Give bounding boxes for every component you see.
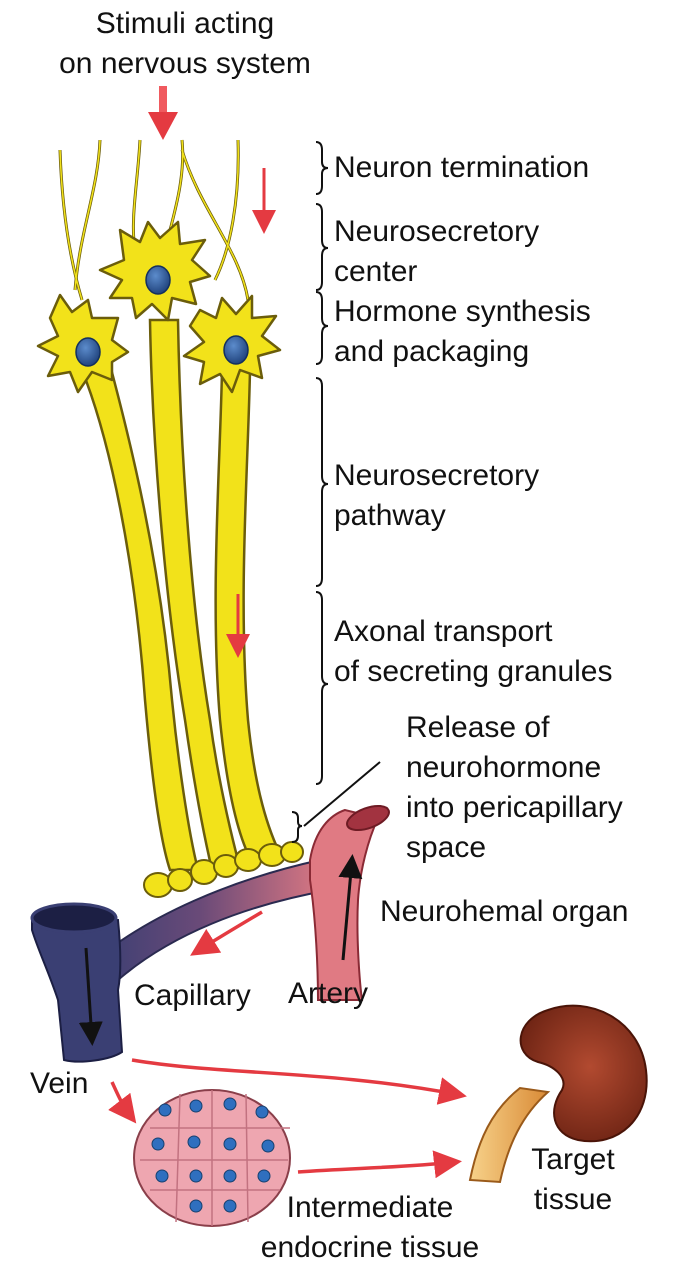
neurosecretory-center-line-2: center: [334, 252, 539, 292]
release-line-2: neurohormone: [406, 748, 623, 788]
release-line-1: Release of: [406, 708, 623, 748]
artery-label: Artery: [288, 974, 368, 1014]
stimuli-line-2: on nervous system: [40, 44, 330, 84]
hormone-synthesis-line-2: and packaging: [334, 332, 591, 372]
axons: [82, 320, 282, 870]
intermediate-line-2: endocrine tissue: [230, 1228, 510, 1268]
neurosecretory-center-line-1: Neurosecretory: [334, 212, 539, 252]
capillary-label: Capillary: [134, 976, 251, 1016]
target-tissue-line-1: Target: [498, 1140, 648, 1180]
intermediate-line-1: Intermediate: [230, 1188, 510, 1228]
neurosecretory-center-label: Neurosecretory center: [334, 212, 539, 292]
axonal-transport-line-2: of secreting granules: [334, 652, 613, 692]
intermediate-endocrine-label: Intermediate endocrine tissue: [230, 1188, 510, 1268]
stimulus-arrow-icon: [148, 86, 178, 140]
neurosecretory-pathway-label: Neurosecretory pathway: [334, 456, 539, 536]
neurohemal-organ-label: Neurohemal organ: [380, 892, 628, 932]
stimuli-label: Stimuli acting on nervous system: [40, 4, 330, 84]
hormone-synthesis-label: Hormone synthesis and packaging: [334, 292, 591, 372]
vein-label: Vein: [30, 1064, 88, 1104]
axonal-transport-line-1: Axonal transport: [334, 612, 613, 652]
release-label: Release of neurohormone into pericapilla…: [406, 708, 623, 868]
target-tissue-label: Target tissue: [498, 1140, 648, 1220]
hormone-synthesis-line-1: Hormone synthesis: [334, 292, 591, 332]
release-line-3: into pericapillary: [406, 788, 623, 828]
neurosecretory-pathway-line-1: Neurosecretory: [334, 456, 539, 496]
stimuli-line-1: Stimuli acting: [40, 4, 330, 44]
axonal-transport-label: Axonal transport of secreting granules: [334, 612, 613, 692]
vein-vessel: [32, 904, 122, 1062]
neurosecretory-pathway-line-2: pathway: [334, 496, 539, 536]
target-tissue-line-2: tissue: [498, 1180, 648, 1220]
neuron-termination-label: Neuron termination: [334, 148, 589, 188]
release-line-4: space: [406, 828, 623, 868]
